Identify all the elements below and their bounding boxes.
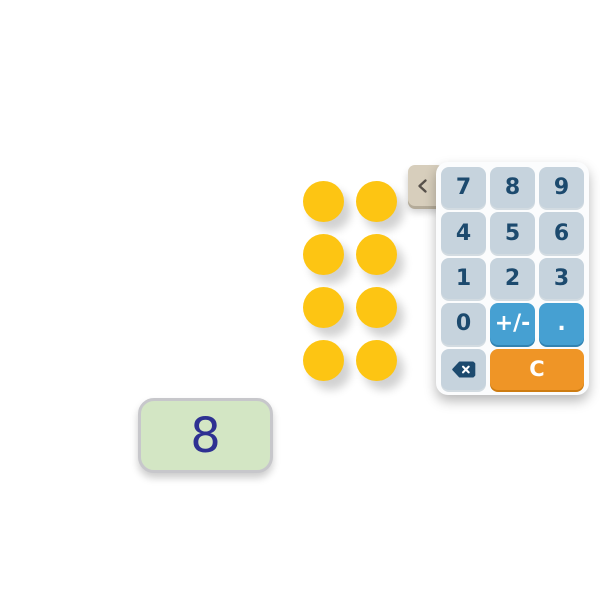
key-5[interactable]: 5 (490, 212, 535, 254)
counter-dot (356, 234, 397, 275)
counter-dots-group (303, 181, 397, 381)
key-3[interactable]: 3 (539, 257, 584, 300)
counter-dot (303, 181, 344, 222)
counter-dot (303, 234, 344, 275)
counter-dot (303, 340, 344, 381)
key-0[interactable]: 0 (441, 303, 486, 345)
key-8[interactable]: 8 (490, 167, 535, 209)
answer-box[interactable]: 8 (138, 398, 273, 473)
key-4[interactable]: 4 (441, 212, 486, 254)
backspace-icon (451, 361, 476, 378)
key-2[interactable]: 2 (490, 257, 535, 300)
key-backspace[interactable] (441, 348, 486, 390)
counter-dot (356, 181, 397, 222)
numpad-panel: 7 8 9 4 5 6 1 2 3 0 +/- . C (436, 162, 589, 395)
key-decimal[interactable]: . (539, 303, 584, 345)
chevron-left-icon (416, 178, 430, 194)
answer-value: 8 (190, 407, 221, 464)
key-7[interactable]: 7 (441, 167, 486, 209)
key-9[interactable]: 9 (539, 167, 584, 209)
key-plus-minus[interactable]: +/- (490, 303, 535, 345)
counter-dot (356, 340, 397, 381)
counter-dot (303, 287, 344, 328)
key-6[interactable]: 6 (539, 212, 584, 254)
key-1[interactable]: 1 (441, 257, 486, 300)
key-clear[interactable]: C (490, 348, 584, 390)
counter-dot (356, 287, 397, 328)
